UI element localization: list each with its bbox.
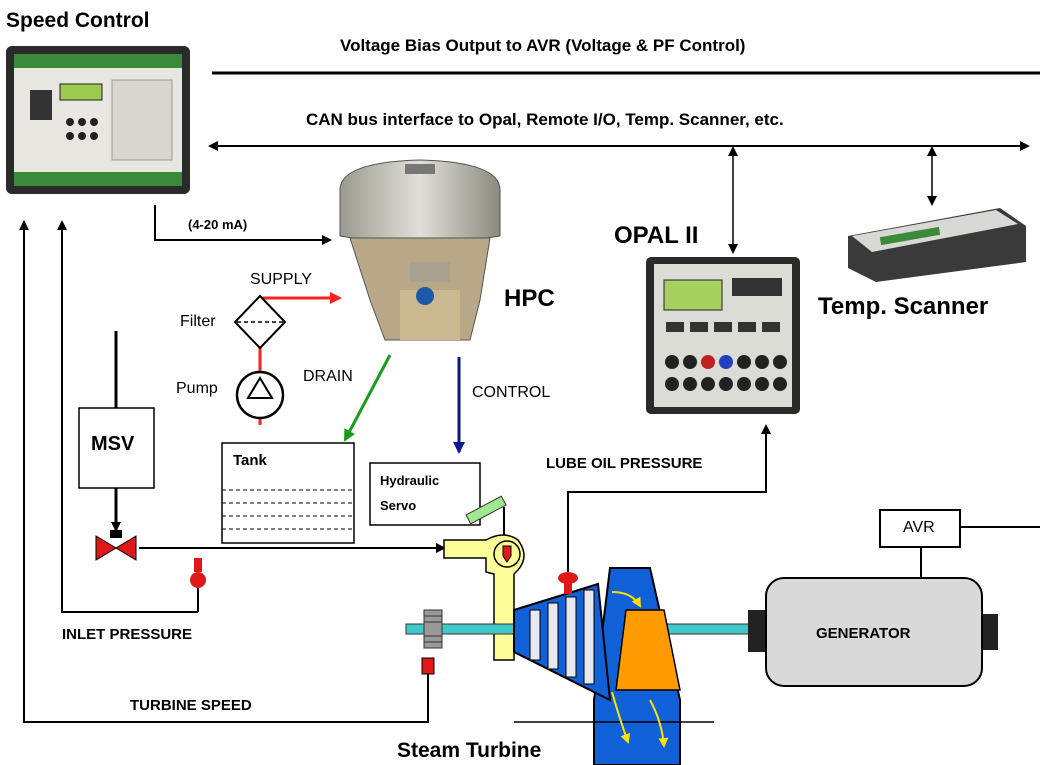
turbine-casing [513,567,714,765]
control-label: CONTROL [472,384,551,401]
ma-signal-label: (4-20 mA) [188,217,248,232]
avr-box [879,509,961,548]
temp-scanner-device [848,208,1026,282]
opal-ii-device [646,257,800,414]
inlet-pressure-label: INLET PRESSURE [62,626,193,643]
turbine-speed-label: TURBINE SPEED [130,697,252,714]
avr-label: AVR [903,519,935,536]
lube-oil-pressure-sensor-icon [558,572,578,594]
speed-control-label: Speed Control [6,9,150,32]
steam-turbine-label: Steam Turbine [397,739,542,762]
msv-valve-icon [95,530,137,561]
temp-scanner-label: Temp. Scanner [818,293,989,320]
hydraulic-servo-label-2: Servo [380,498,417,513]
msv-box [78,407,155,489]
filter-label: Filter [180,313,216,330]
can-bus-label: CAN bus interface to Opal, Remote I/O, T… [306,110,784,129]
drain-label: DRAIN [303,368,353,385]
hpc-actuator [339,159,501,341]
lube-oil-pressure-line [567,424,771,572]
inlet-pressure-sensor-icon [190,558,206,612]
hydraulic-servo-label-1: Hydraulic [380,473,440,488]
opal-label: OPAL II [614,222,699,249]
msv-label: MSV [91,433,135,455]
pump-label: Pump [176,380,218,397]
servo-lever [465,495,507,525]
inlet-pressure-feedback-line [57,220,198,613]
lube-oil-pressure-label: LUBE OIL PRESSURE [546,455,703,472]
governor-valve-body [443,534,525,661]
speed-pickup-icon [421,657,435,675]
supply-label: SUPPLY [250,271,312,288]
hydraulic-servo-box [369,462,481,526]
drain-line [343,354,392,442]
speed-gear-icon [423,609,443,649]
ma-signal-line [154,205,332,245]
hpc-label: HPC [504,285,555,312]
generator-label: GENERATOR [816,625,911,642]
generator [748,577,998,687]
turbine-speed-feedback-line [19,220,429,723]
voltage-bias-label: Voltage Bias Output to AVR (Voltage & PF… [340,36,746,55]
speed-control-device [6,46,190,194]
tank [221,442,355,544]
tank-label: Tank [233,452,267,469]
